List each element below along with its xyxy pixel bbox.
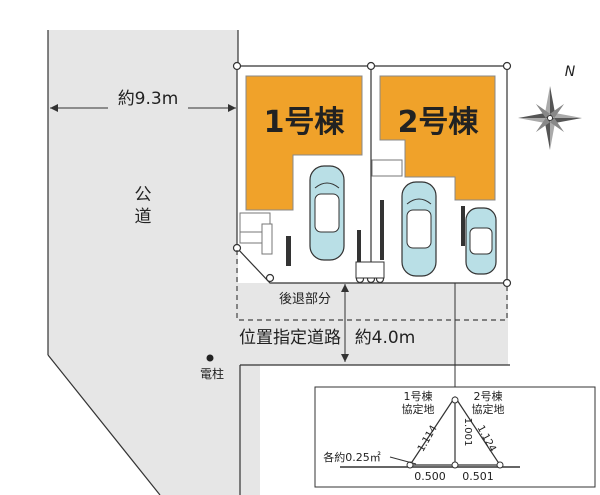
detail-shared2-label: 協定地 bbox=[472, 402, 505, 416]
designated-road-label: 位置指定道路 bbox=[239, 328, 341, 348]
detail-side-mid: 1.001 bbox=[462, 418, 473, 447]
setback-label: 後退部分 bbox=[279, 292, 331, 307]
detail-lot1-label: 1号棟 bbox=[404, 389, 433, 403]
public-road-label-2: 道 bbox=[135, 207, 152, 227]
car-3 bbox=[465, 207, 497, 275]
utility-pole-label: 電柱 bbox=[200, 366, 224, 381]
building-1 bbox=[245, 75, 363, 211]
detail-lot2-label: 2号棟 bbox=[474, 389, 503, 403]
designated-road-area bbox=[238, 283, 508, 365]
road-lower-left bbox=[238, 365, 260, 495]
building-2 bbox=[379, 75, 496, 201]
compass-icon bbox=[518, 86, 582, 150]
building-2-label: 2号棟 bbox=[398, 105, 480, 140]
detail-base-right: 0.501 bbox=[462, 470, 494, 483]
public-road-area bbox=[48, 30, 260, 495]
detail-area-note: 各約0.25㎡ bbox=[323, 450, 381, 464]
compass-north-label: N bbox=[565, 64, 576, 80]
car-1 bbox=[309, 165, 345, 261]
designated-road-width-label: 約4.0m bbox=[355, 328, 416, 348]
public-road-width-label: 約9.3m bbox=[118, 89, 179, 109]
public-road-label-1: 公 bbox=[135, 185, 152, 205]
detail-shared1-label: 協定地 bbox=[402, 402, 435, 416]
car-2 bbox=[401, 181, 437, 277]
building-1-label: 1号棟 bbox=[264, 105, 346, 140]
detail-base-left: 0.500 bbox=[414, 470, 446, 483]
utility-pole bbox=[206, 354, 214, 362]
